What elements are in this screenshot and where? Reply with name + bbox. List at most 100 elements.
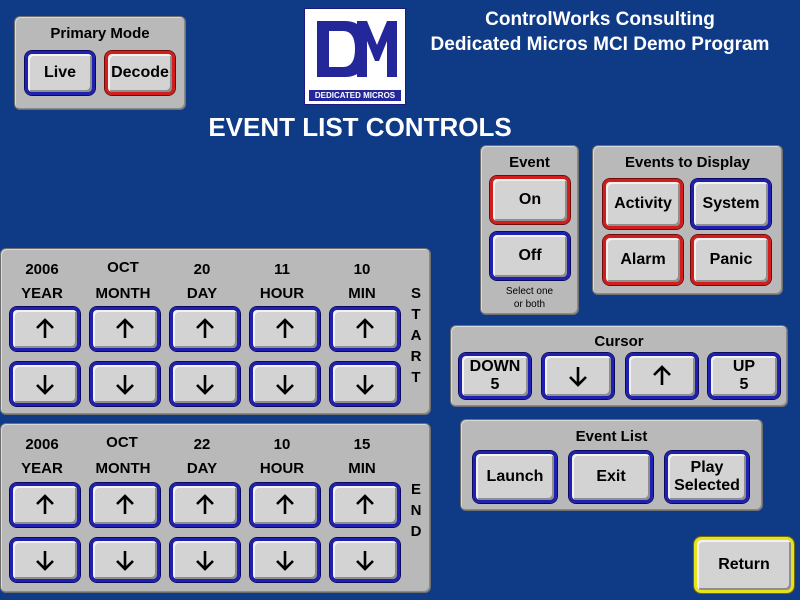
event-title: Event — [509, 154, 550, 171]
system-button[interactable]: System — [690, 178, 772, 230]
start-letter: A — [410, 327, 422, 344]
start-min-value: 10 — [353, 261, 371, 278]
cursor-down-5-line2: 5 — [490, 376, 500, 393]
page-title: EVENT LIST CONTROLS — [208, 112, 512, 142]
cursor-title: Cursor — [594, 333, 644, 350]
play-selected-button[interactable]: Play Selected — [664, 450, 750, 504]
start-side-label: S T A R T — [408, 283, 424, 388]
start-min-up-button[interactable] — [329, 306, 401, 352]
arrow-up-icon — [356, 494, 374, 514]
start-letter: T — [411, 369, 421, 386]
alarm-button[interactable]: Alarm — [602, 234, 684, 286]
arrow-down-icon — [196, 551, 214, 571]
start-panel: 2006 OCT 20 11 10 YEAR MONTH DAY HOUR MI… — [0, 248, 431, 415]
start-hour-down-button[interactable] — [249, 361, 321, 407]
cursor-up-button[interactable] — [625, 352, 699, 400]
company-title: ControlWorks Consulting — [485, 9, 715, 30]
primary-mode-title: Primary Mode — [50, 25, 150, 42]
start-month-label: MONTH — [95, 285, 151, 302]
start-hour-up-button[interactable] — [249, 306, 321, 352]
start-letter: S — [410, 285, 421, 302]
events-to-display-panel: Events to Display Activity System Alarm … — [592, 145, 783, 295]
start-day-value: 20 — [193, 261, 211, 278]
arrow-down-icon — [36, 551, 54, 571]
cursor-up-5-line1: UP — [732, 358, 756, 375]
end-day-down-button[interactable] — [169, 537, 241, 583]
end-min-value: 15 — [353, 436, 371, 453]
activity-button[interactable]: Activity — [602, 178, 684, 230]
end-letter: D — [410, 523, 422, 540]
cursor-panel: Cursor DOWN 5 UP 5 — [450, 325, 788, 407]
event-list-title: Event List — [575, 428, 648, 445]
logo-text: DEDICATED MICROS — [309, 90, 401, 101]
end-year-down-button[interactable] — [9, 537, 81, 583]
events-to-display-title: Events to Display — [624, 154, 751, 171]
arrow-down-icon — [276, 375, 294, 395]
end-hour-label: HOUR — [259, 460, 305, 477]
end-day-label: DAY — [186, 460, 218, 477]
dm-logo-icon — [305, 9, 405, 89]
event-hint-line1: Select one — [505, 286, 554, 297]
arrow-up-icon — [356, 318, 374, 338]
primary-mode-panel: Primary Mode Live Decode — [14, 16, 186, 110]
cursor-down-5-line1: DOWN — [469, 358, 521, 375]
arrow-up-icon — [36, 494, 54, 514]
event-on-button[interactable]: On — [489, 175, 571, 225]
end-hour-down-button[interactable] — [249, 537, 321, 583]
start-month-down-button[interactable] — [89, 361, 161, 407]
start-min-down-button[interactable] — [329, 361, 401, 407]
program-title: Dedicated Micros MCI Demo Program — [430, 34, 770, 55]
start-year-value: 2006 — [25, 261, 59, 278]
end-year-label: YEAR — [21, 460, 63, 477]
end-month-value: OCT — [106, 434, 138, 451]
start-day-down-button[interactable] — [169, 361, 241, 407]
start-year-up-button[interactable] — [9, 306, 81, 352]
event-hint-line2: or both — [513, 299, 546, 310]
event-panel: Event On Off Select one or both — [480, 145, 579, 315]
arrow-up-icon — [196, 318, 214, 338]
return-button[interactable]: Return — [693, 536, 795, 594]
start-year-label: YEAR — [21, 285, 63, 302]
arrow-down-icon — [356, 551, 374, 571]
decode-button[interactable]: Decode — [104, 50, 176, 96]
cursor-up-5-button[interactable]: UP 5 — [707, 352, 781, 400]
arrow-down-icon — [116, 375, 134, 395]
start-day-up-button[interactable] — [169, 306, 241, 352]
launch-button[interactable]: Launch — [472, 450, 558, 504]
start-min-label: MIN — [348, 285, 376, 302]
event-off-button[interactable]: Off — [489, 231, 571, 281]
start-letter: T — [411, 306, 421, 323]
end-month-up-button[interactable] — [89, 482, 161, 528]
arrow-up-icon — [116, 318, 134, 338]
arrow-up-icon — [116, 494, 134, 514]
arrow-down-icon — [276, 551, 294, 571]
panic-button[interactable]: Panic — [690, 234, 772, 286]
end-side-label: E N D — [408, 479, 424, 542]
arrow-up-icon — [653, 365, 671, 385]
arrow-down-icon — [569, 367, 587, 387]
arrow-down-icon — [116, 551, 134, 571]
start-letter: R — [410, 348, 422, 365]
start-month-up-button[interactable] — [89, 306, 161, 352]
arrow-up-icon — [196, 494, 214, 514]
arrow-down-icon — [356, 375, 374, 395]
end-month-down-button[interactable] — [89, 537, 161, 583]
cursor-down-button[interactable] — [541, 352, 615, 400]
exit-button[interactable]: Exit — [568, 450, 654, 504]
end-hour-value: 10 — [273, 436, 291, 453]
cursor-down-5-button[interactable]: DOWN 5 — [458, 352, 532, 400]
end-hour-up-button[interactable] — [249, 482, 321, 528]
end-letter: N — [410, 502, 422, 519]
start-year-down-button[interactable] — [9, 361, 81, 407]
end-min-label: MIN — [348, 460, 376, 477]
end-min-up-button[interactable] — [329, 482, 401, 528]
end-min-down-button[interactable] — [329, 537, 401, 583]
logo: DEDICATED MICROS — [304, 8, 406, 105]
arrow-up-icon — [276, 318, 294, 338]
live-button[interactable]: Live — [24, 50, 96, 96]
end-day-up-button[interactable] — [169, 482, 241, 528]
event-list-panel: Event List Launch Exit Play Selected — [460, 419, 763, 511]
end-letter: E — [410, 481, 421, 498]
arrow-down-icon — [36, 375, 54, 395]
end-year-up-button[interactable] — [9, 482, 81, 528]
